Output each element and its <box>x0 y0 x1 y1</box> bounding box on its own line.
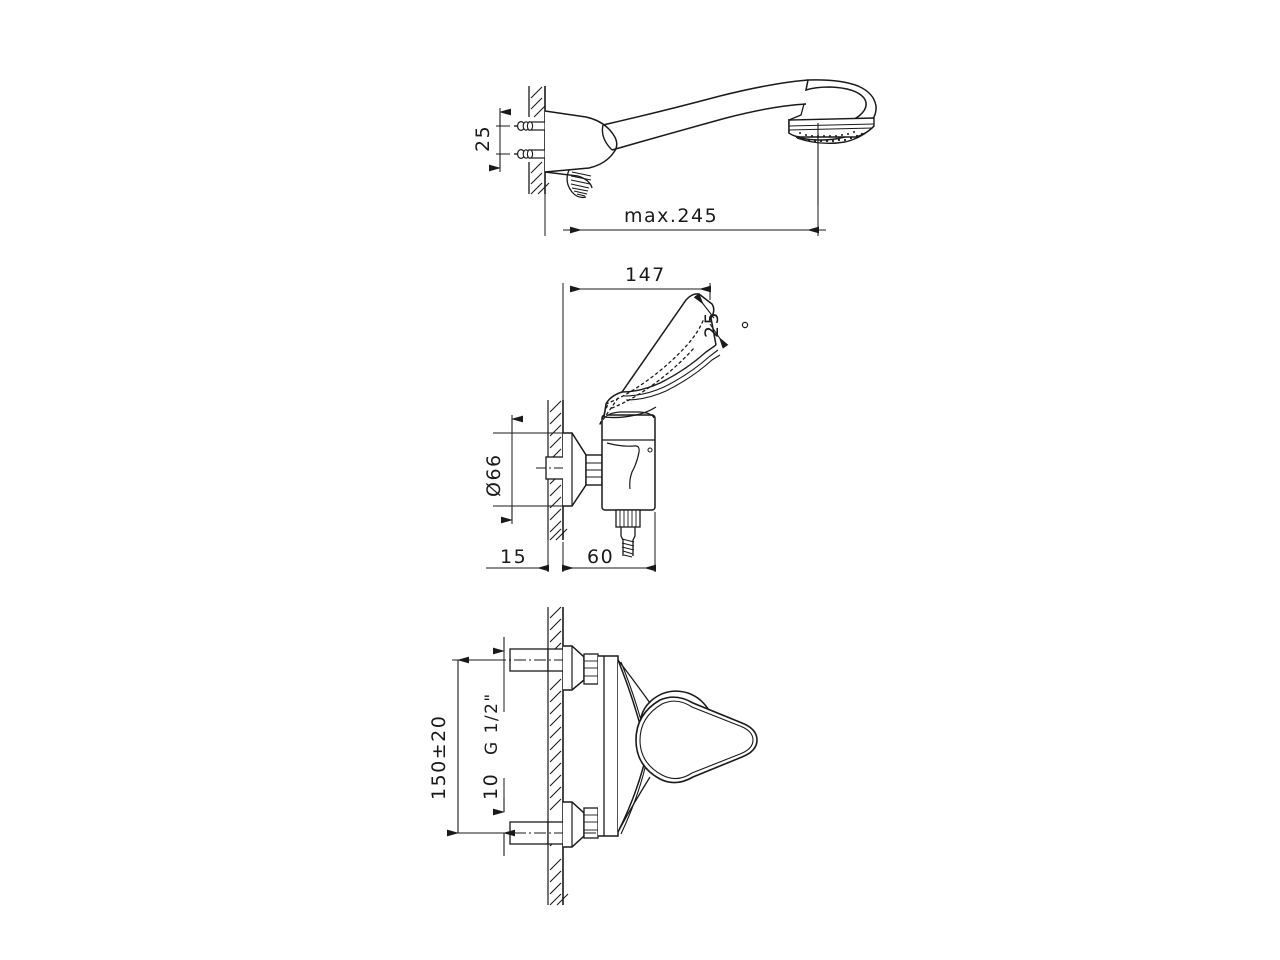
view-handshower-side: 25 max.245 <box>472 79 877 236</box>
dim-10: 10 <box>480 773 515 856</box>
dim-25-vertical: 25 <box>472 108 511 172</box>
dim-60-label: 60 <box>587 546 614 568</box>
dim-max245-label: max.245 <box>624 205 718 227</box>
hose-outlet-v2 <box>615 509 641 558</box>
wall-escutcheon-v2 <box>563 432 603 507</box>
wall-inlet-connectors-v1 <box>514 120 546 160</box>
dim-147: 147 <box>562 264 711 420</box>
dim-10-label: 10 <box>480 773 502 800</box>
view-mixer-front: 150±20 G 1/2" 10 <box>428 606 758 906</box>
dim-dia-66-label: Ø66 <box>483 453 505 497</box>
view-mixer-side: 147 25 Ø66 15 60 <box>483 264 749 572</box>
shower-hose-v1 <box>544 169 593 199</box>
dim-150pm20-label: 150±20 <box>428 715 450 800</box>
degree-symbol-icon <box>741 321 749 329</box>
lever-handle-v2 <box>599 293 721 425</box>
dim-g-half-label: G 1/2" <box>482 692 502 755</box>
dim-angle-25: 25 <box>693 293 749 349</box>
lower-inlet-assembly-v3 <box>494 801 603 848</box>
dim-angle-25-label: 25 <box>701 311 723 338</box>
dim-150pm20: 150±20 <box>428 656 505 837</box>
dim-25-label: 25 <box>472 125 494 152</box>
dim-max245: max.245 <box>544 144 826 236</box>
upper-inlet-assembly-v3 <box>494 645 599 691</box>
mixer-body-v2 <box>601 411 656 511</box>
handshower-body-v1 <box>544 79 877 205</box>
lever-handle-v3 <box>617 659 758 833</box>
dim-g-half: G 1/2" <box>482 637 505 755</box>
dim-15-label: 15 <box>500 546 527 568</box>
dim-dia-66: Ø66 <box>483 415 563 524</box>
dim-147-label: 147 <box>625 264 666 286</box>
dim-15-60: 15 60 <box>486 512 656 572</box>
